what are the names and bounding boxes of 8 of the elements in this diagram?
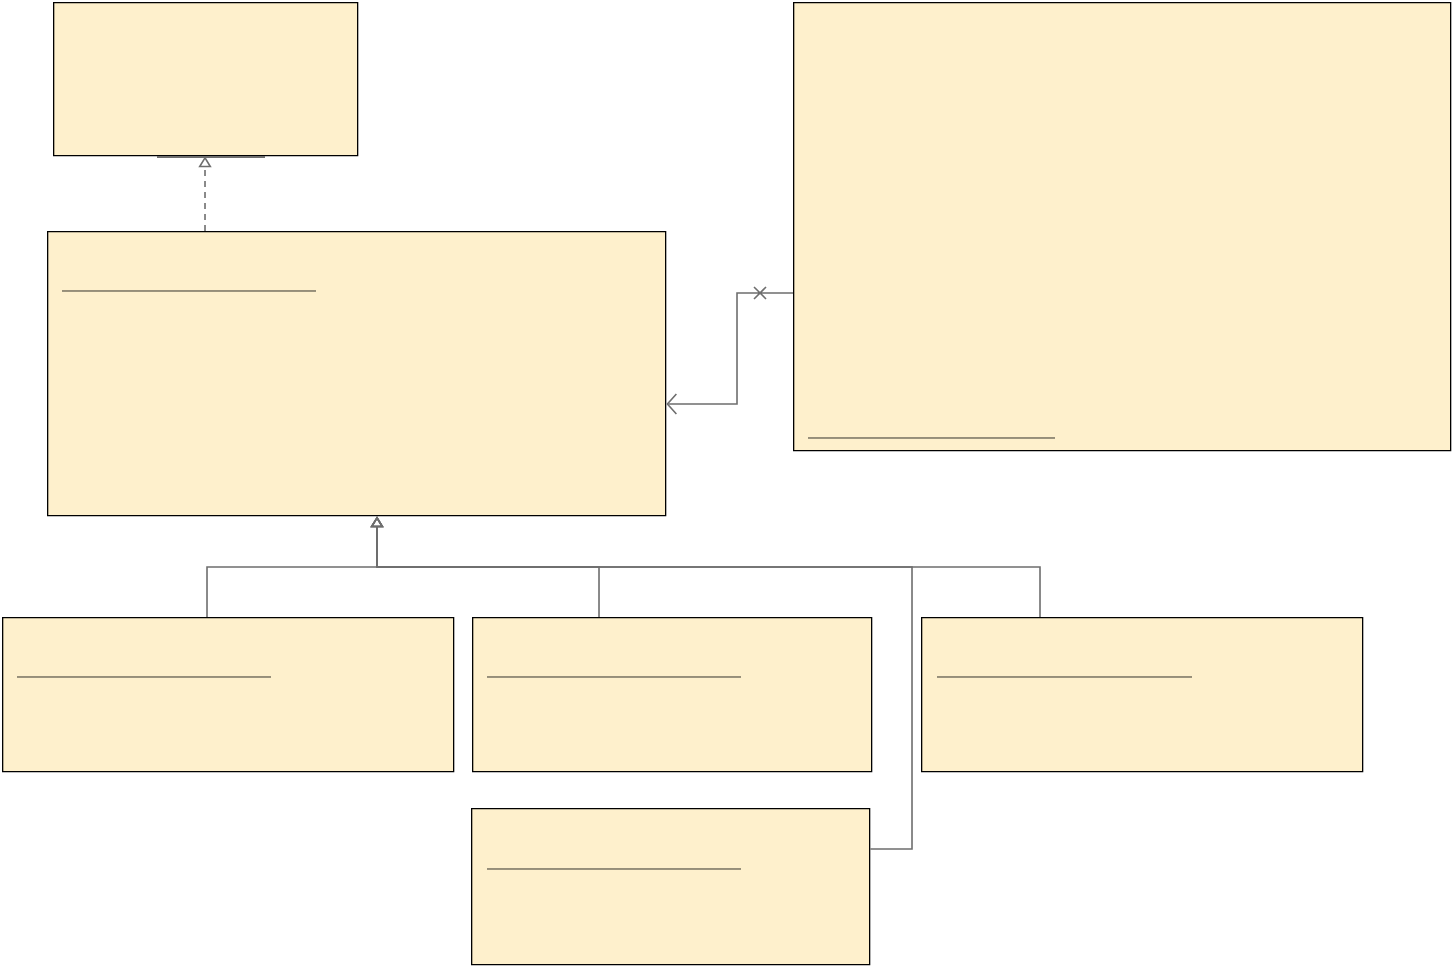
class-box: [921, 617, 1364, 773]
connector-arrow: [666, 286, 794, 415]
class-box: [471, 808, 871, 966]
class-box: [2, 617, 455, 773]
class-box: [47, 231, 667, 517]
class-box: [793, 2, 1452, 452]
class-box: [472, 617, 873, 773]
class-box: [53, 2, 359, 157]
